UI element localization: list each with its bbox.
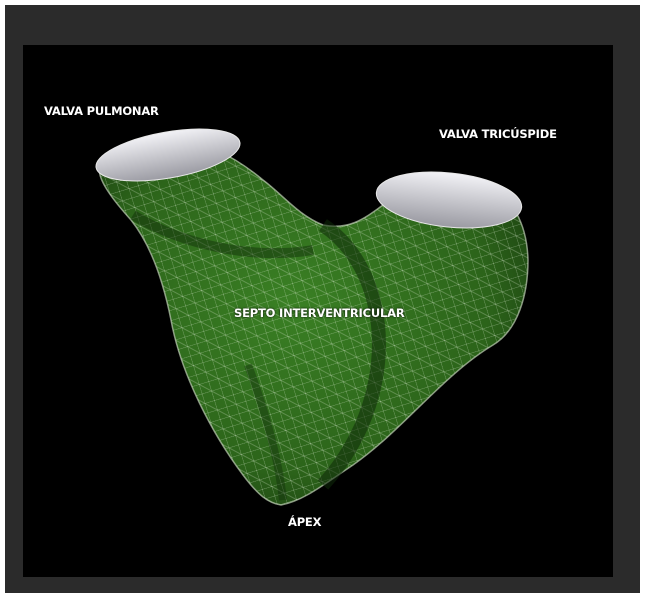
tricuspid-valve-label: VALVA TRICÚSPIDE — [439, 127, 557, 141]
septum-fold — [317, 219, 386, 490]
pulmonary-valve-cap — [95, 128, 241, 182]
image-frame: VALVA PULMONAR VALVA TRICÚSPIDE SEPTO IN… — [5, 5, 640, 593]
pulmonary-valve-label: VALVA PULMONAR — [44, 104, 159, 118]
render-panel: VALVA PULMONAR VALVA TRICÚSPIDE SEPTO IN… — [23, 45, 613, 577]
heart-ventricle-mesh — [95, 128, 529, 506]
tricuspid-valve-cap — [375, 171, 523, 229]
apex-label: ÁPEX — [288, 515, 322, 529]
septum-label: SEPTO INTERVENTRICULAR — [234, 306, 405, 320]
